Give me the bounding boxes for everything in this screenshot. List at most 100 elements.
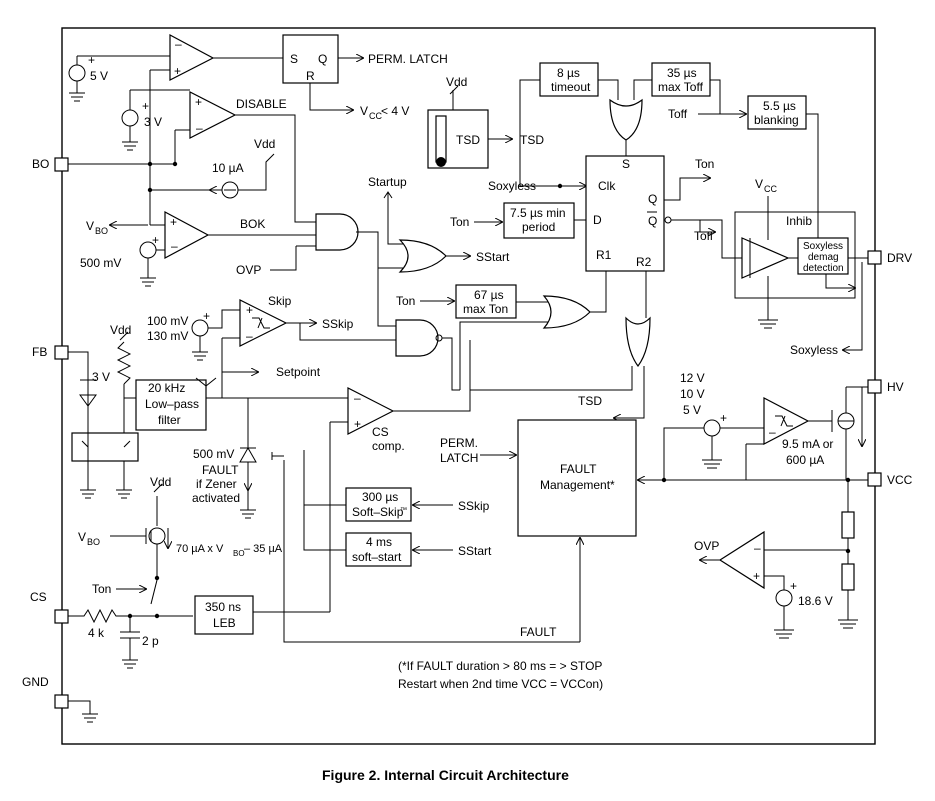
voltage-source-5v: + 5 V <box>68 50 173 102</box>
svg-text:period: period <box>522 220 555 234</box>
svg-text:500 mV: 500 mV <box>193 447 234 461</box>
svg-text:– 35 µA: – 35 µA <box>244 543 283 555</box>
svg-text:Low–pass: Low–pass <box>145 397 199 411</box>
svg-text:+: + <box>174 64 181 78</box>
svg-text:500 mV: 500 mV <box>80 256 121 270</box>
svg-text:LATCH: LATCH <box>440 451 478 465</box>
ovp-comparator: – + OVP + 18.6 V <box>694 477 858 639</box>
svg-text:SSkip: SSkip <box>458 499 490 513</box>
svg-text:OVP: OVP <box>694 539 719 553</box>
svg-text:4 k: 4 k <box>88 626 105 640</box>
bo-wire <box>68 162 222 226</box>
soft-skip-block: 300 µs Soft–Skip ™ SSkip <box>303 450 490 522</box>
svg-text:5 V: 5 V <box>90 69 108 83</box>
svg-text:Vdd: Vdd <box>446 75 467 89</box>
cs-comparator: – + CS comp. <box>329 340 471 612</box>
ff-or-gate <box>598 79 652 156</box>
svg-text:+: + <box>203 309 210 323</box>
svg-text:HV: HV <box>887 380 904 394</box>
svg-text:3 V: 3 V <box>92 370 110 384</box>
svg-text:Soxyless: Soxyless <box>790 343 838 357</box>
svg-text:R: R <box>306 69 315 83</box>
svg-text:activated: activated <box>192 491 240 505</box>
svg-text:100 mV: 100 mV <box>147 314 188 328</box>
pin-bo: BO <box>32 157 69 172</box>
maxtoff-block: 35 µs max Toff <box>651 62 721 114</box>
svg-text:+: + <box>88 53 95 67</box>
svg-text:GND: GND <box>22 675 49 689</box>
svg-text:VCC: VCC <box>887 473 913 487</box>
svg-text:SStart: SStart <box>476 250 510 264</box>
svg-text:67 µs: 67 µs <box>474 288 504 302</box>
latch-comparator: – + <box>149 33 283 162</box>
svg-text:Soxyless: Soxyless <box>803 241 843 252</box>
svg-text:+: + <box>170 215 177 229</box>
svg-text:7.5 µs min: 7.5 µs min <box>510 206 566 220</box>
svg-text:V: V <box>78 530 86 544</box>
skip-nand-gate <box>395 319 460 391</box>
svg-text:–: – <box>196 121 203 135</box>
pin-drv: DRV <box>867 250 912 265</box>
svg-text:max Toff: max Toff <box>658 80 704 94</box>
svg-text:S: S <box>622 157 630 171</box>
driver-block: V CC Inhib Soxyless demag detection Soxy… <box>734 177 868 357</box>
svg-text:Ton: Ton <box>396 294 415 308</box>
pin-vcc: VCC <box>867 472 913 487</box>
svg-text:–: – <box>175 37 182 51</box>
svg-text:FAULT: FAULT <box>520 625 557 639</box>
svg-text:blanking: blanking <box>754 113 799 127</box>
svg-text:V: V <box>360 104 368 118</box>
svg-text:Restart when 2nd time VCC = VC: Restart when 2nd time VCC = VCCon) <box>398 677 603 691</box>
svg-text:Inhib: Inhib <box>786 214 812 228</box>
svg-text:SStart: SStart <box>458 544 492 558</box>
svg-text:+: + <box>152 233 159 247</box>
svg-text:FB: FB <box>32 345 47 359</box>
svg-text:Setpoint: Setpoint <box>276 365 321 379</box>
svg-text:+: + <box>246 303 253 317</box>
svg-text:comp.: comp. <box>372 439 405 453</box>
svg-text:Vdd: Vdd <box>110 323 131 337</box>
svg-text:70 µA x V: 70 µA x V <box>176 543 224 555</box>
svg-text:Soxyless: Soxyless <box>488 179 536 193</box>
svg-text:8 µs: 8 µs <box>557 66 580 80</box>
svg-text:CS: CS <box>30 590 47 604</box>
svg-text:300 µs: 300 µs <box>362 490 398 504</box>
fault-management: FAULT Management* PERM. LATCH FAULT <box>440 419 868 642</box>
timeout-block: 8 µs timeout <box>519 62 599 187</box>
svg-text:max Ton: max Ton <box>463 302 508 316</box>
svg-text:10 V: 10 V <box>680 387 705 401</box>
svg-text:+: + <box>195 95 202 109</box>
cs-input-network: Ton 4 k 2 p 350 ns LEB <box>68 579 330 723</box>
svg-text:Q: Q <box>318 52 327 66</box>
pin-cs: CS <box>30 590 69 624</box>
svg-text:–: – <box>354 391 361 405</box>
svg-text:9.5 mA or: 9.5 mA or <box>782 437 833 451</box>
svg-text:4 ms: 4 ms <box>366 535 392 549</box>
svg-text:LEB: LEB <box>213 616 236 630</box>
svg-text:Clk: Clk <box>598 179 616 193</box>
svg-text:3 V: 3 V <box>144 115 162 129</box>
svg-text:Ton: Ton <box>92 582 111 596</box>
svg-text:BOK: BOK <box>240 217 265 231</box>
svg-text:FAULT: FAULT <box>560 462 597 476</box>
footnote: (*If FAULT duration > 80 ms = > STOP Res… <box>398 659 603 691</box>
svg-text:< 4 V: < 4 V <box>381 104 409 118</box>
blanking-block: 5.5 µs blanking Toff <box>668 95 819 240</box>
svg-text:+: + <box>753 569 760 583</box>
svg-text:Soft–Skip: Soft–Skip <box>352 505 404 519</box>
period-block: 7.5 µs min period Ton <box>450 202 586 239</box>
fb-section: Vdd 3 V 20 kHz Low–pass filter Setpoint <box>68 323 348 499</box>
svg-text:R1: R1 <box>596 248 612 262</box>
cs-current-source: Vdd V BO 70 µA x V BO – 35 µA <box>78 475 283 581</box>
svg-text:+: + <box>720 411 727 425</box>
svg-text:CC: CC <box>764 184 777 194</box>
soft-start-block: 4 ms soft–start SStart <box>303 505 492 567</box>
svg-text:Q: Q <box>648 214 657 228</box>
svg-text:BO: BO <box>87 537 100 547</box>
svg-text:5.5 µs: 5.5 µs <box>763 99 796 113</box>
svg-text:–: – <box>246 329 253 343</box>
svg-text:+: + <box>790 579 797 593</box>
svg-text:2 p: 2 p <box>142 634 159 648</box>
startup-or-gate: Startup SStart <box>368 175 510 327</box>
svg-text:Q: Q <box>648 192 657 206</box>
